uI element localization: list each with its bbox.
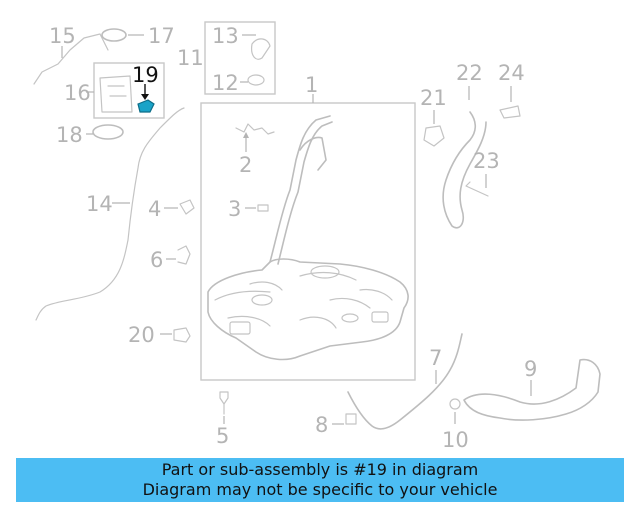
callout-24: 24	[498, 61, 525, 85]
callout-6: 6	[150, 248, 163, 272]
part-12-seal	[247, 74, 265, 86]
part-13-cap	[251, 38, 271, 60]
banner-line-part: Part or sub-assembly is #19 in diagram	[161, 460, 479, 479]
callout-5: 5	[216, 424, 229, 448]
part-18-ring	[92, 124, 124, 140]
part-3-clip	[257, 204, 269, 212]
callout-13: 13	[212, 24, 239, 48]
part-16-pump	[99, 75, 133, 113]
part-6-bracket	[177, 245, 191, 265]
part-20-connector	[173, 327, 191, 343]
part-10-grommet	[449, 398, 461, 410]
callout-7: 7	[429, 346, 442, 370]
callout-4: 4	[148, 197, 161, 221]
callout-21: 21	[420, 86, 447, 110]
banner-line-disclaimer: Diagram may not be specific to your vehi…	[142, 480, 498, 499]
part-21-valve	[423, 125, 445, 147]
part-8-bolt	[345, 413, 357, 425]
callout-8: 8	[315, 413, 328, 437]
part-7-strap	[347, 333, 463, 430]
callout-17: 17	[148, 24, 175, 48]
callout-23: 23	[473, 149, 500, 173]
part-23-bolt	[465, 181, 489, 197]
diagram-notice-banner: Part or sub-assembly is #19 in diagram D…	[16, 458, 624, 502]
callout-9: 9	[524, 357, 537, 381]
fuel-tank-frame	[200, 102, 416, 381]
callout-16: 16	[64, 81, 91, 105]
part-2-harness	[235, 123, 275, 135]
callout-3: 3	[228, 197, 241, 221]
cap-group-frame	[204, 21, 276, 95]
callout-14: 14	[86, 192, 113, 216]
callout-22: 22	[456, 61, 483, 85]
part-4-clip	[179, 199, 195, 215]
callout-10: 10	[442, 428, 469, 452]
part-9-shield	[463, 358, 601, 421]
callout-19: 19	[132, 63, 159, 87]
part-14-hose	[35, 107, 185, 321]
callout-2: 2	[239, 153, 252, 177]
arrow-2	[243, 132, 249, 138]
fuel-tank-drawing	[207, 115, 409, 361]
arrow-19	[141, 94, 149, 100]
part-5-bolt	[219, 391, 229, 415]
callout-11: 11	[177, 46, 204, 70]
callout-15: 15	[49, 24, 76, 48]
pump-module-frame	[93, 62, 165, 119]
part-22-filler-neck	[442, 111, 487, 229]
callout-18: 18	[56, 123, 83, 147]
part-17-ring	[101, 28, 127, 42]
part-19-highlighted[interactable]	[137, 99, 155, 113]
part-15-line	[33, 33, 109, 85]
callout-1: 1	[305, 73, 318, 97]
callout-20: 20	[128, 323, 155, 347]
part-24-clip	[499, 105, 521, 119]
callout-12: 12	[212, 71, 239, 95]
